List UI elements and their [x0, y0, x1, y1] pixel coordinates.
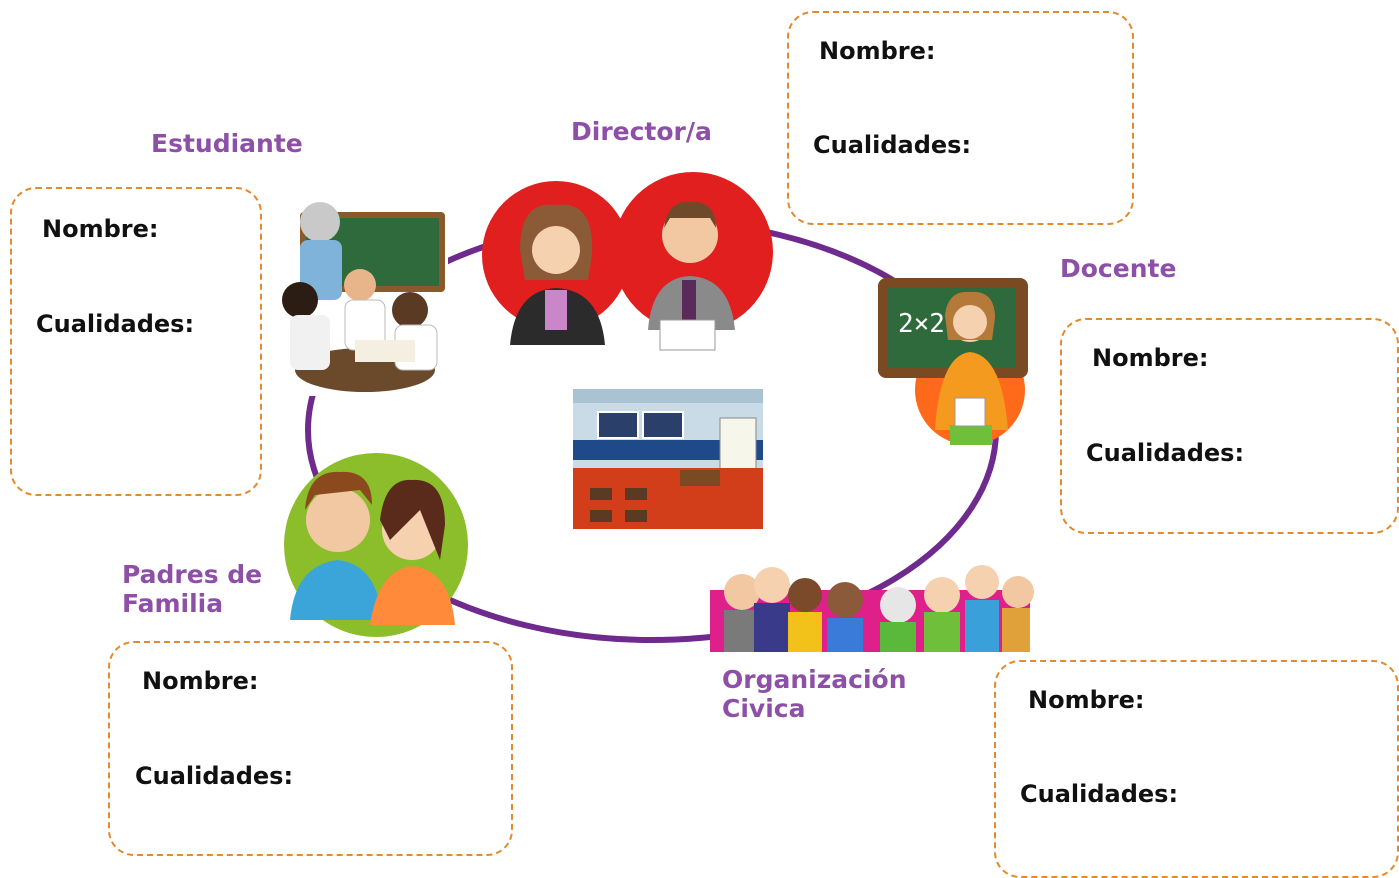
role-label-docente: Docente [1060, 254, 1177, 283]
role-label-estudiante: Estudiante [151, 129, 303, 158]
classroom-illustration [573, 389, 763, 529]
community-group-illustration [710, 565, 1034, 652]
qualities-label: Cualidades: [36, 310, 195, 338]
qualities-label: Cualidades: [1086, 439, 1245, 467]
name-label: Nombre: [819, 37, 936, 65]
card-padres: Nombre: Cualidades: [108, 641, 513, 856]
card-docente: Nombre: Cualidades: [1060, 318, 1399, 534]
card-director: Nombre: Cualidades: [787, 11, 1134, 225]
name-label: Nombre: [42, 215, 159, 243]
role-label-organizacion: Organización Civica [722, 665, 907, 723]
svg-text:2×2: 2×2 [898, 309, 945, 339]
qualities-label: Cualidades: [135, 762, 294, 790]
role-label-director: Director/a [571, 117, 712, 146]
teacher-at-blackboard-illustration: 2×2 [878, 278, 1028, 445]
name-label: Nombre: [142, 667, 259, 695]
card-organizacion: Nombre: Cualidades: [994, 660, 1399, 878]
students-with-teacher-illustration [278, 196, 448, 396]
name-label: Nombre: [1028, 686, 1145, 714]
principals-illustration [482, 172, 773, 351]
role-label-padres: Padres de Familia [122, 560, 263, 618]
card-estudiante: Nombre: Cualidades: [10, 187, 262, 496]
qualities-label: Cualidades: [813, 131, 972, 159]
name-label: Nombre: [1092, 344, 1209, 372]
parents-illustration [284, 453, 468, 637]
qualities-label: Cualidades: [1020, 780, 1179, 808]
